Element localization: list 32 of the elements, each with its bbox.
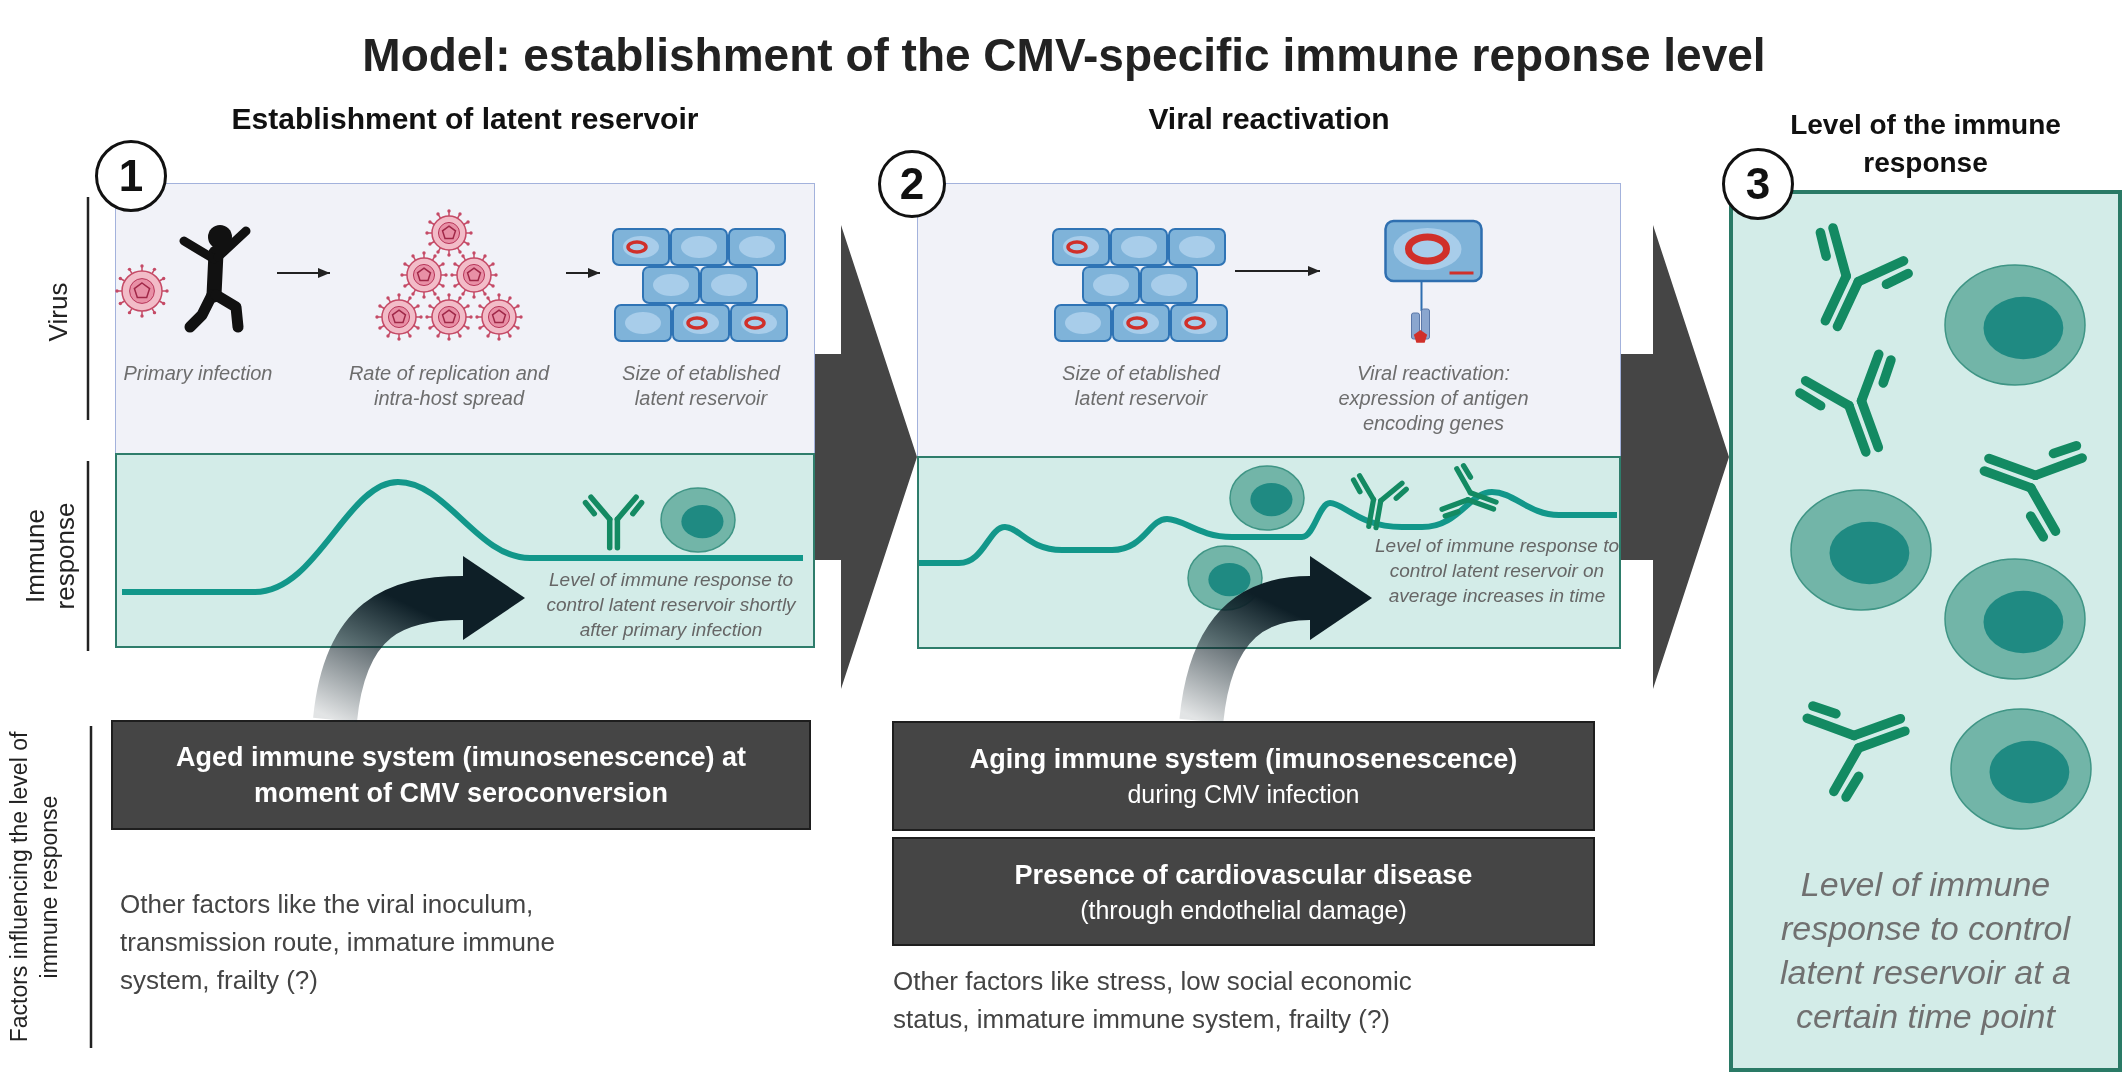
caption-text: Size of etablished latent reservoir xyxy=(1061,361,1222,411)
box-heading: Aged immune system (imunosenescence) at moment of CMV seroconversion xyxy=(174,741,748,810)
box-text: (through endothelial damage) xyxy=(1080,894,1407,926)
caption-text: Rate of replication and intra-host spread xyxy=(347,361,551,411)
section-heading: Viral reactivation xyxy=(1147,101,1391,137)
step-number-circle: 3 xyxy=(1722,148,1794,220)
caption-text: Size of etablished latent reservoir xyxy=(621,361,782,411)
arrow xyxy=(1234,266,1321,276)
factor-box xyxy=(892,721,1595,831)
note-text: Other factors like stress, low social economic status, immature immune system, frailty (?) xyxy=(893,965,1413,1036)
box-heading: Aging immune system (imunosenescence) xyxy=(969,743,1518,776)
box-text: during CMV infection xyxy=(1127,779,1360,810)
panel-text: Level of immune response to control latent reservoir at a certain time point xyxy=(1779,864,2072,1037)
arrow xyxy=(565,268,601,278)
step-number-circle: 2 xyxy=(878,150,946,218)
diagram-title: Model: establishment of the CMV-specific immune reponse level xyxy=(361,28,1767,82)
row-label: Immune response xyxy=(20,501,80,612)
factor-box xyxy=(892,837,1595,946)
arrow xyxy=(276,268,331,278)
row-label: Factors influencing the level of immune response xyxy=(5,730,63,1045)
note-text: Other factors like the viral inoculum, transmission route, immature immune system, frailty (?) xyxy=(120,888,556,997)
box-heading: Presence of cardiovascular disease xyxy=(1014,858,1473,892)
caption-text: Viral reactivation: expression of antigen encoding genes xyxy=(1337,361,1530,436)
block-arrow xyxy=(815,225,917,689)
caption-text: Primary infection xyxy=(122,361,274,386)
step-number-circle: 1 xyxy=(95,140,167,212)
block-arrow xyxy=(1621,225,1729,689)
factor-box xyxy=(111,720,811,830)
caption-text: Level of immune response to control latent reservoir on average increases in time xyxy=(1373,533,1621,641)
caption-text: Level of immune response to control latent reservoir shortly after primary infection xyxy=(526,567,816,647)
row-label: Virus xyxy=(43,281,73,344)
section-heading: Establishment of latent reservoir xyxy=(230,101,700,137)
